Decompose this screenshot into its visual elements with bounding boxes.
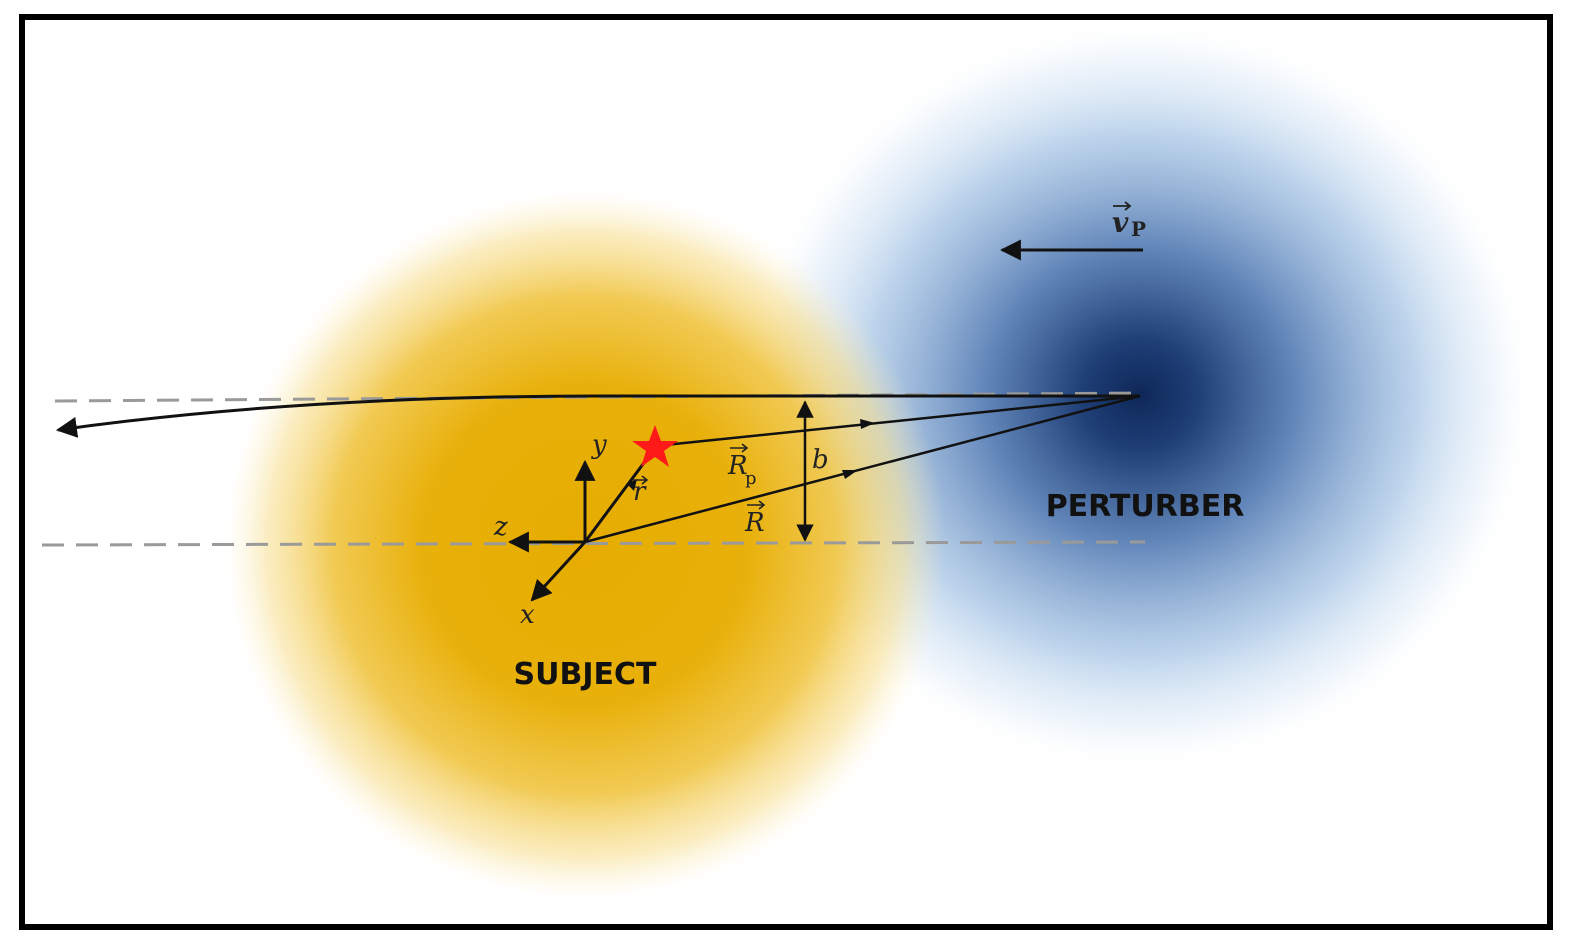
svg-text:R: R — [727, 451, 748, 481]
label-velocity: v P — [1112, 201, 1146, 241]
vector-R-arrowhead — [842, 470, 858, 479]
label-axis-x: x — [520, 600, 535, 630]
svg-text:p: p — [745, 468, 757, 489]
vector-r-arrowhead — [627, 479, 637, 491]
perturber-trajectory — [55, 394, 1140, 438]
label-vector-R: R — [744, 500, 766, 538]
label-axis-z: z — [493, 512, 508, 542]
axis-x-line — [530, 540, 587, 602]
svg-text:R: R — [744, 508, 765, 538]
label-subject: SUBJECT — [514, 657, 658, 692]
svg-text:r: r — [633, 477, 647, 507]
label-axis-y: y — [591, 430, 607, 460]
vector-Rp-arrowhead — [860, 419, 875, 429]
label-vector-Rp: R p — [727, 443, 757, 489]
vector-r-line — [583, 451, 654, 543]
label-vector-r: r — [633, 475, 649, 507]
dashed-line-bottom — [41, 540, 1146, 547]
svg-text:P: P — [1131, 217, 1146, 241]
subject-cloud — [225, 190, 945, 900]
vector-Rp-line — [654, 394, 1141, 448]
svg-text:v: v — [1112, 206, 1129, 239]
label-impact-b: b — [812, 445, 829, 475]
vector-R-line — [584, 394, 1141, 544]
star-icon — [632, 425, 678, 467]
dashed-line-top — [54, 391, 1141, 403]
label-perturber: PERTURBER — [1046, 489, 1245, 524]
